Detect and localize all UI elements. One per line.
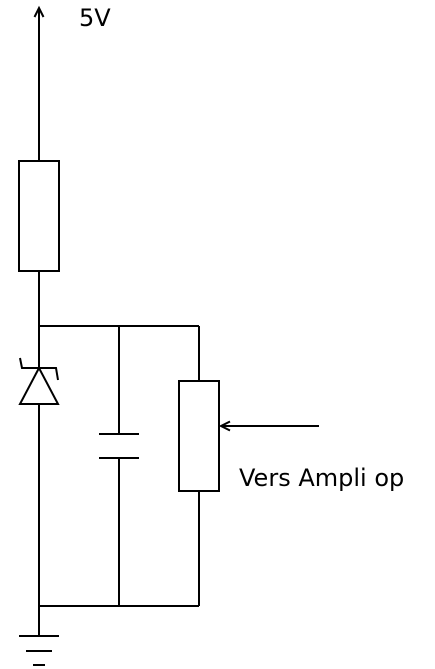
supply-arrow-icon [33,5,45,160]
wiper-arrow-icon [218,420,319,432]
output-label: Vers Ampli op [239,464,404,492]
potentiometer-icon [178,326,220,606]
zener-diode-icon [18,326,60,606]
capacitor-icon [99,326,139,606]
supply-label: 5V [79,4,111,32]
resistor-top-icon [18,160,60,272]
ground-icon [19,606,59,666]
